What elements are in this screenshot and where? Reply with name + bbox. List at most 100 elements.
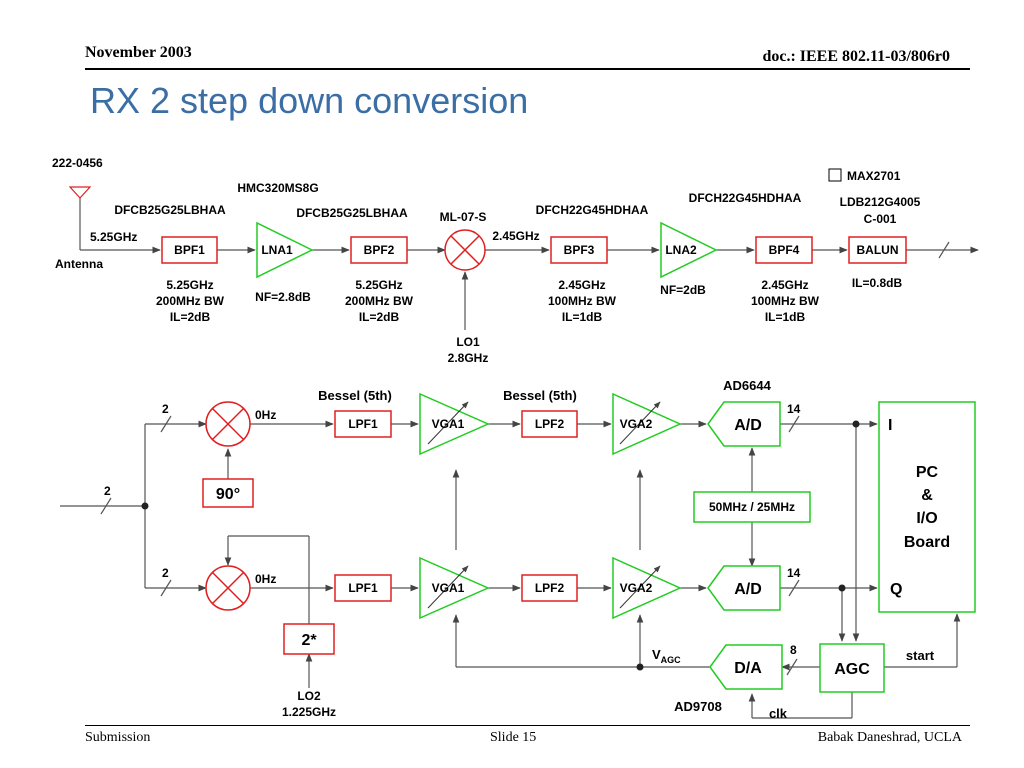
dac-block	[709, 644, 783, 690]
agc-block	[819, 643, 885, 693]
bpf2-spec-1: 5.25GHz	[355, 278, 402, 292]
input-width: 2	[104, 484, 111, 498]
pc-i-port: I	[888, 417, 892, 434]
i-width: 2	[162, 402, 169, 416]
balun-part-2: C-001	[864, 212, 897, 226]
bpf4-spec-3: IL=1dB	[765, 310, 806, 324]
bpf3-block	[550, 236, 608, 264]
vga2-q-gain-arrow	[619, 565, 661, 609]
bessel-label-1: Bessel (5th)	[318, 388, 392, 403]
clock-label: 50MHz / 25MHz	[709, 500, 795, 514]
antenna-icon	[68, 186, 92, 199]
footer-submission: Submission	[85, 730, 151, 745]
footer-rule	[85, 725, 970, 726]
bpf1-part: DFCB25G25LBHAA	[114, 203, 226, 217]
balun-block	[848, 236, 907, 264]
antenna-id: 222-0456	[52, 156, 103, 170]
q-freq: 0Hz	[255, 572, 276, 586]
bpf2-part: DFCB25G25LBHAA	[296, 206, 408, 220]
bpf2-spec-3: IL=2dB	[359, 310, 400, 324]
junction-dots	[141, 420, 860, 671]
mixer1-out-freq: 2.45GHz	[492, 229, 539, 243]
lpf1-q-block	[334, 574, 392, 602]
vagc-label: VAGC	[652, 647, 681, 665]
vga2-i-gain-arrow	[619, 401, 661, 445]
lpf1-i-block	[334, 410, 392, 438]
antenna-label: Antenna	[55, 257, 103, 271]
lpf1-q-label: LPF1	[348, 581, 378, 595]
adc-part: AD6644	[723, 378, 771, 393]
balun-chip-checkbox	[828, 168, 842, 182]
bpf1-label: BPF1	[174, 243, 205, 257]
header-rule	[85, 68, 970, 70]
agc-label: AGC	[834, 661, 870, 678]
bpf4-spec-1: 2.45GHz	[761, 278, 808, 292]
mixer1-part: ML-07-S	[440, 210, 487, 224]
divider-label: 2*	[301, 632, 317, 649]
pc-board-block	[878, 401, 976, 613]
adc-i-width: 14	[787, 402, 801, 416]
pc-q-port: Q	[890, 581, 902, 598]
bpf3-spec-1: 2.45GHz	[558, 278, 605, 292]
pc-label-4: Board	[904, 534, 950, 551]
bpf1-spec-1: 5.25GHz	[166, 278, 213, 292]
adc-i-label: A/D	[734, 417, 762, 434]
adc-q-label: A/D	[734, 581, 762, 598]
bpf4-label: BPF4	[769, 243, 800, 257]
lna1-label: LNA1	[261, 243, 293, 257]
lna2-amplifier	[660, 221, 718, 279]
lna1-part: HMC320MS8G	[237, 181, 318, 195]
clk-label: clk	[769, 706, 788, 721]
bpf3-label: BPF3	[564, 243, 595, 257]
balun-spec: IL=0.8dB	[852, 276, 903, 290]
divider-block	[283, 623, 335, 655]
lna2-spec: NF=2dB	[660, 283, 706, 297]
lo2-freq: 1.225GHz	[282, 705, 336, 719]
bpf3-spec-3: IL=1dB	[562, 310, 603, 324]
lpf2-q-block	[521, 574, 578, 602]
lo2-label: LO2	[297, 689, 321, 703]
bpf4-part: DFCH22G45HDHAA	[689, 191, 802, 205]
top-chain-wires	[79, 198, 979, 330]
bpf2-spec-2: 200MHz BW	[345, 294, 414, 308]
vga1-q-amplifier	[419, 556, 490, 620]
balun-part-1: LDB212G4005	[840, 195, 921, 209]
adc-q-width: 14	[787, 566, 801, 580]
vga2-i-amplifier	[612, 392, 682, 456]
vga2-q-label: VGA2	[620, 581, 653, 595]
bpf2-label: BPF2	[364, 243, 395, 257]
dac-width: 8	[790, 643, 797, 657]
phase-label: 90°	[216, 486, 240, 503]
footer-author: Babak Daneshrad, UCLA	[817, 730, 962, 745]
bpf4-spec-2: 100MHz BW	[751, 294, 820, 308]
lpf1-i-label: LPF1	[348, 417, 378, 431]
dac-label: D/A	[734, 660, 762, 677]
balun-chip: MAX2701	[847, 169, 901, 183]
header-doc-id: doc.: IEEE 802.11-03/806r0	[762, 48, 950, 65]
lpf2-q-label: LPF2	[535, 581, 565, 595]
dac-part: AD9708	[674, 699, 722, 714]
vga2-i-label: VGA2	[620, 417, 653, 431]
bpf1-spec-3: IL=2dB	[170, 310, 211, 324]
pc-label-2: &	[921, 487, 933, 504]
bpf1-spec-2: 200MHz BW	[156, 294, 225, 308]
i-freq: 0Hz	[255, 408, 276, 422]
pc-label-3: I/O	[916, 510, 937, 527]
bpf4-block	[755, 236, 813, 264]
start-label: start	[906, 648, 935, 663]
bpf2-block	[350, 236, 408, 264]
lo1-freq: 2.8GHz	[448, 351, 489, 365]
mixer1-icon	[444, 229, 486, 271]
bpf3-spec-2: 100MHz BW	[548, 294, 617, 308]
q-width: 2	[162, 566, 169, 580]
bessel-label-2: Bessel (5th)	[503, 388, 577, 403]
vga1-q-label: VGA1	[432, 581, 465, 595]
lpf2-i-block	[521, 410, 578, 438]
slide-title: RX 2 step down conversion	[90, 80, 529, 121]
clock-block	[693, 491, 811, 523]
header-date: November 2003	[85, 44, 192, 61]
mixer-i-icon	[205, 401, 251, 447]
pc-label-1: PC	[916, 464, 939, 481]
input-freq: 5.25GHz	[90, 230, 137, 244]
